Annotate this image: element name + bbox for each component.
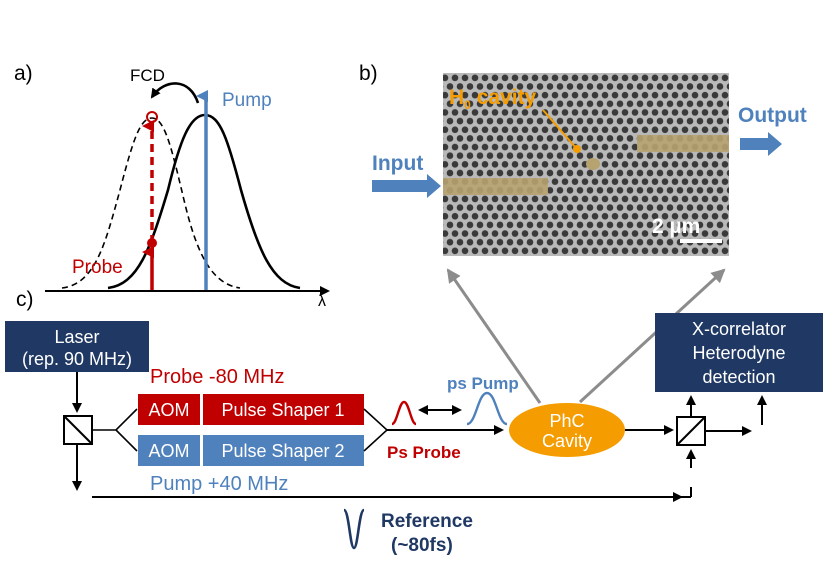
- aom-pump-label: AOM: [148, 441, 189, 461]
- laser-box: [5, 321, 149, 372]
- cavity-pointer-dot: [573, 145, 581, 153]
- fcd-shift-arrow: [150, 82, 200, 104]
- zoom-arrow-right: [578, 268, 726, 404]
- laser-line2: (rep. 90 MHz): [22, 349, 132, 369]
- zoom-arrow-left: [446, 268, 542, 404]
- aom-probe-label: AOM: [148, 400, 189, 420]
- laser-line1: Laser: [54, 327, 99, 347]
- fcd-label: FCD: [130, 66, 165, 85]
- probe-point: [147, 238, 157, 248]
- aom-pump-box: [138, 435, 200, 466]
- panel-c: c) Laser (rep. 90 MHz) Probe -80 MHz AOM…: [5, 288, 823, 556]
- combiner-lines: [363, 408, 389, 452]
- phc-cavity-node: [509, 403, 625, 457]
- phc-line1: PhC: [549, 411, 584, 431]
- pump-frequency-label: Pump +40 MHz: [150, 473, 288, 495]
- xcorr-line2: Heterodyne: [692, 343, 785, 363]
- cavity-pointer-line: [542, 109, 577, 149]
- reference-duration: (~80fs): [391, 535, 453, 556]
- sem-image: [443, 73, 729, 256]
- reference-pulse-icon: [342, 508, 366, 550]
- scale-bar-label: 2 µm: [652, 215, 700, 238]
- pump-pulse-icon: [466, 391, 508, 426]
- output-arrow: [740, 132, 782, 156]
- input-label: Input: [372, 152, 423, 175]
- xcorr-line1: X-correlator: [692, 319, 786, 339]
- pump-label: Pump: [222, 90, 272, 111]
- pulse-shaper-1-box: [203, 394, 364, 425]
- panel-label-a: a): [14, 62, 33, 85]
- input-arrow: [372, 174, 441, 198]
- ps-probe-label: Ps Probe: [387, 443, 461, 462]
- panel-label-b: b): [359, 62, 378, 85]
- beam-splitter-1-diagonal: [63, 415, 93, 445]
- pulse-shaper-2-box: [203, 435, 364, 466]
- input-waveguide: [443, 178, 548, 195]
- reference-label: Reference: [381, 511, 473, 532]
- panel-label-c: c): [16, 288, 34, 311]
- aom-probe-box: [138, 394, 200, 425]
- resonance-curve: [107, 113, 301, 290]
- xcorr-line3: detection: [702, 367, 775, 387]
- probe-pulse-icon: [391, 400, 417, 426]
- probe-peak-marker: [146, 111, 158, 123]
- cavity-label: H0 cavity: [449, 86, 537, 112]
- splitter-branches: [92, 408, 138, 452]
- beam-splitter-2-diagonal: [676, 416, 706, 446]
- output-label: Output: [738, 104, 807, 127]
- probe-frequency-label: Probe -80 MHz: [150, 366, 285, 388]
- shifted-resonance-curve: [61, 117, 241, 289]
- probe-label: Probe: [72, 257, 123, 278]
- pulse-shaper-2-label: Pulse Shaper 2: [221, 441, 344, 461]
- pulse-shaper-1-label: Pulse Shaper 1: [221, 400, 344, 420]
- x-correlator-box: [655, 313, 823, 392]
- h0-cavity: [586, 158, 600, 170]
- output-waveguide: [637, 135, 729, 152]
- panel-b: b) H0 cavity 2 µm Input Output: [359, 62, 807, 256]
- ps-pump-label: ps Pump: [447, 374, 519, 393]
- panel-a: a) λ Pump Probe FCD: [14, 62, 330, 310]
- phc-line2: Cavity: [542, 431, 592, 451]
- lambda-label: λ: [318, 293, 326, 310]
